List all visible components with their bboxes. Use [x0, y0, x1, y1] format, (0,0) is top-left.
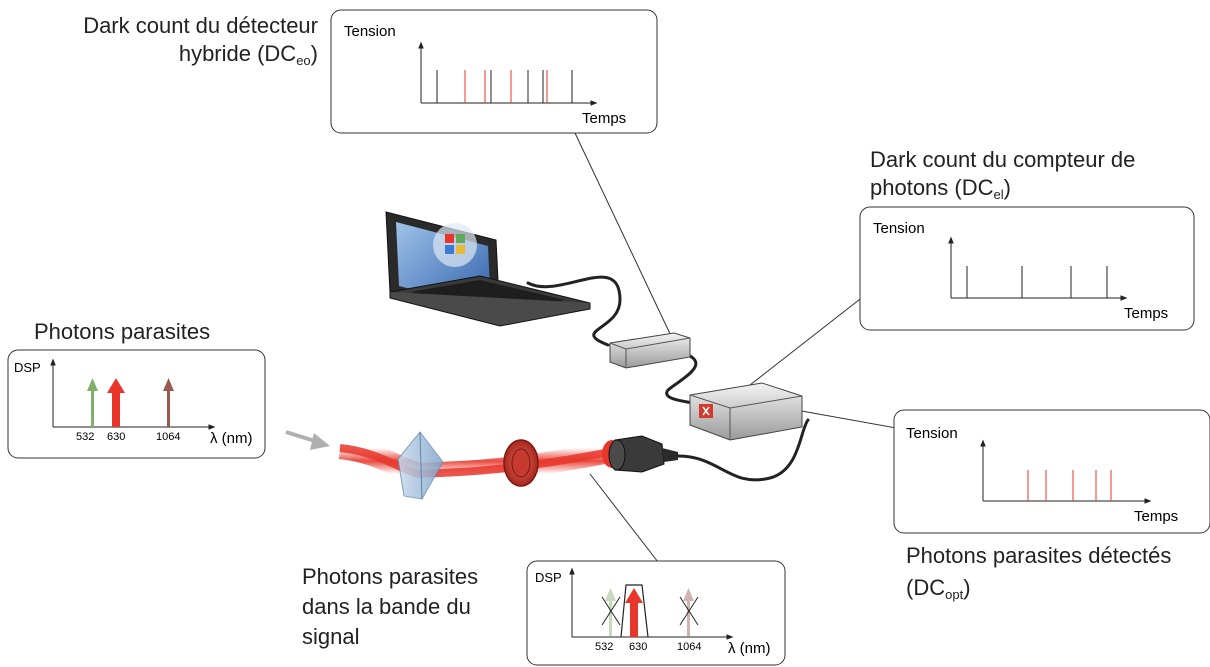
spectrum-lambda-label: λ (nm)	[210, 430, 253, 447]
photon-counter-box	[689, 382, 803, 441]
red-peak-arrow	[107, 378, 125, 427]
dc-el-label: Dark count du compteur de photons (DCel)	[870, 146, 1135, 209]
detected-plot-frame	[893, 409, 1210, 534]
hybrid-module-box	[609, 332, 691, 369]
band-line1: Photons parasites	[302, 564, 479, 589]
tick-630: 630	[107, 431, 125, 443]
cross-532-icon	[601, 596, 621, 626]
spectrum-dsp-label: DSP	[14, 360, 41, 375]
detected-line1: Photons parasites détectés	[906, 543, 1172, 568]
dc-eo-line2: hybride (DCeo)	[40, 40, 318, 75]
laser-beam	[338, 437, 613, 486]
parasites-label: Photons parasites	[34, 319, 211, 344]
band-plot-frame	[526, 560, 786, 666]
dc-eo-label: Dark count du détecteur hybride (DCeo)	[40, 12, 318, 75]
dc-eo-line2-text: hybride (DC	[178, 41, 297, 66]
filter-icon	[503, 439, 539, 487]
hybrid-tension-label: Tension	[344, 23, 396, 40]
cross-1064-icon	[679, 596, 699, 626]
detected-temps-label: Temps	[1134, 508, 1178, 525]
hybrid-plot-frame	[330, 9, 658, 134]
detector-cable	[676, 418, 810, 482]
dc-el-line2: photons (DCel)	[870, 174, 1135, 209]
band-tick-630: 630	[629, 641, 647, 653]
band-label: Photons parasites dans la bande du signa…	[302, 562, 478, 652]
band-tick-1064: 1064	[677, 641, 701, 653]
band-tick-532: 532	[595, 641, 613, 653]
counter-pulse-plot: Tension Temps	[859, 206, 1195, 331]
detected-label: Photons parasites détectés (DCopt)	[906, 542, 1171, 609]
counter-plot-frame	[859, 206, 1195, 331]
line-to-band-plot	[589, 473, 659, 563]
brown-peak-blocked	[683, 588, 694, 637]
laptop-icon	[385, 211, 591, 327]
bandpass-window	[620, 584, 649, 638]
red-peak-passed	[625, 588, 643, 637]
dc-el-close: )	[1003, 175, 1011, 200]
detected-pulse-plot: Tension Temps	[893, 409, 1210, 534]
tick-1064: 1064	[156, 431, 180, 443]
band-spectrum-plot: DSP λ (nm) 532 630 1064	[526, 560, 786, 666]
input-arrow	[285, 430, 330, 450]
line-to-hybrid-plot	[574, 132, 673, 339]
dc-eo-subscript: eo	[296, 53, 311, 68]
green-peak-arrow	[87, 378, 98, 427]
line-to-counter-plot	[749, 295, 865, 386]
detected-tension-label: Tension	[906, 425, 958, 442]
green-peak-blocked	[605, 588, 616, 637]
prism-icon	[397, 431, 444, 500]
dc-el-subscript: el	[993, 187, 1004, 202]
counter-tension-label: Tension	[873, 220, 925, 237]
detected-close: )	[963, 575, 971, 600]
detector-icon	[602, 435, 678, 473]
parasite-spectrum-plot: DSP λ (nm) 532 630 1064	[7, 349, 266, 459]
laptop-cable	[526, 275, 622, 347]
counter-temps-label: Temps	[1124, 305, 1168, 322]
band-dsp-label: DSP	[535, 570, 562, 585]
module-cable	[665, 353, 702, 406]
brown-peak-arrow	[163, 378, 174, 427]
band-line3: signal	[302, 624, 360, 649]
cables	[526, 275, 810, 482]
detected-subscript: opt	[945, 587, 964, 602]
hybrid-pulse-plot: Tension Temps	[330, 9, 658, 134]
connector-lines	[574, 132, 897, 563]
hybrid-temps-label: Temps	[582, 110, 626, 127]
dc-eo-line1: Dark count du détecteur	[83, 13, 318, 38]
line-to-detected-plot	[795, 409, 897, 429]
band-lambda-label: λ (nm)	[728, 640, 771, 657]
dc-el-line1: Dark count du compteur de	[870, 147, 1136, 172]
dc-el-line2-text: photons (DC	[870, 175, 994, 200]
os-logo	[433, 223, 477, 267]
detected-line2-text: (DC	[906, 575, 946, 600]
dc-eo-close: )	[310, 41, 318, 66]
detected-line2: (DCopt)	[906, 574, 1171, 609]
tick-532: 532	[76, 431, 94, 443]
spectrum-plot-frame	[7, 349, 266, 459]
band-line2: dans la bande du	[302, 594, 471, 619]
